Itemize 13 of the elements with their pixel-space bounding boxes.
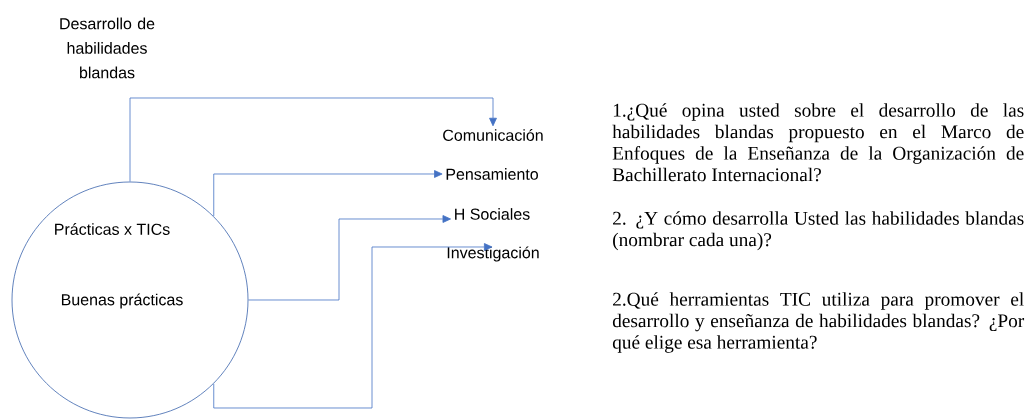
node-label: H Sociales bbox=[455, 208, 530, 220]
arrow bbox=[213, 170, 443, 217]
heading: Desarrollo de habilidades blandas bbox=[60, 17, 155, 79]
question-text: 2. ¿Y cómo desarrolla Usted las habilidades blandas (nombrar cada una)? bbox=[613, 211, 1024, 251]
arrow bbox=[213, 243, 493, 409]
question-text: 2.Qué herramientas TIC utiliza para promover el desarrollo y enseñanza de habilidades blandas? ¿Por qué elige esa herramienta? bbox=[612, 292, 1025, 353]
node-label: Pensamiento bbox=[446, 168, 538, 180]
circle-node: Prácticas x TICs Buenas prácticas bbox=[11, 181, 249, 419]
node-label: Investigación bbox=[447, 246, 539, 262]
node-label: Comunicación bbox=[443, 129, 543, 141]
question-text: 1.¿Qué opina usted sobre el desarrollo de las habilidades blandas propuesto en el Marco de Enfoques de la Enseñanza de la Organización de Bachillerato Internacional? bbox=[612, 103, 1024, 182]
arrow bbox=[248, 215, 451, 301]
arrow bbox=[129, 97, 497, 182]
